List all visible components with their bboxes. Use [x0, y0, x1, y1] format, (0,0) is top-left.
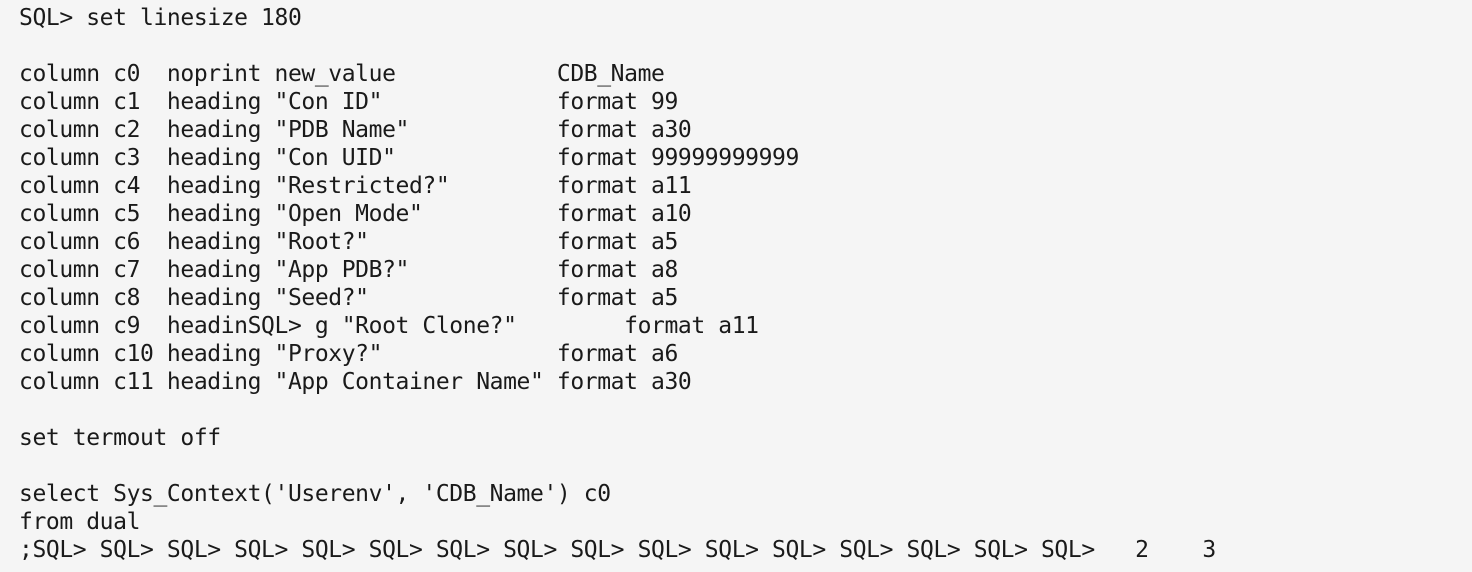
terminal-line: column c8 heading "Seed?" format a5 — [19, 285, 678, 311]
terminal-line: column c1 heading "Con ID" format 99 — [19, 89, 678, 115]
terminal-line: column c10 heading "Proxy?" format a6 — [19, 341, 678, 367]
terminal-line: column c4 heading "Restricted?" format a… — [19, 173, 692, 199]
terminal-line: select Sys_Context('Userenv', 'CDB_Name'… — [19, 481, 611, 507]
terminal-line: column c0 noprint new_value CDB_Name — [19, 61, 665, 87]
terminal-line: column c7 heading "App PDB?" format a8 — [19, 257, 678, 283]
terminal-line: from dual — [19, 509, 141, 535]
terminal-line: column c6 heading "Root?" format a5 — [19, 229, 678, 255]
terminal-line — [19, 396, 1453, 424]
terminal-line — [19, 32, 1453, 60]
terminal-line: ;SQL> SQL> SQL> SQL> SQL> SQL> SQL> SQL>… — [19, 537, 1216, 563]
terminal-line: column c3 heading "Con UID" format 99999… — [19, 145, 799, 171]
terminal-line: column c9 headinSQL> g "Root Clone?" for… — [19, 313, 759, 339]
terminal-line: SQL> set linesize 180 — [19, 5, 302, 31]
terminal-line — [19, 452, 1453, 480]
terminal-line: column c11 heading "App Container Name" … — [19, 369, 692, 395]
terminal-line: column c5 heading "Open Mode" format a10 — [19, 201, 692, 227]
terminal-line: column c2 heading "PDB Name" format a30 — [19, 117, 692, 143]
terminal-line: set termout off — [19, 425, 221, 451]
